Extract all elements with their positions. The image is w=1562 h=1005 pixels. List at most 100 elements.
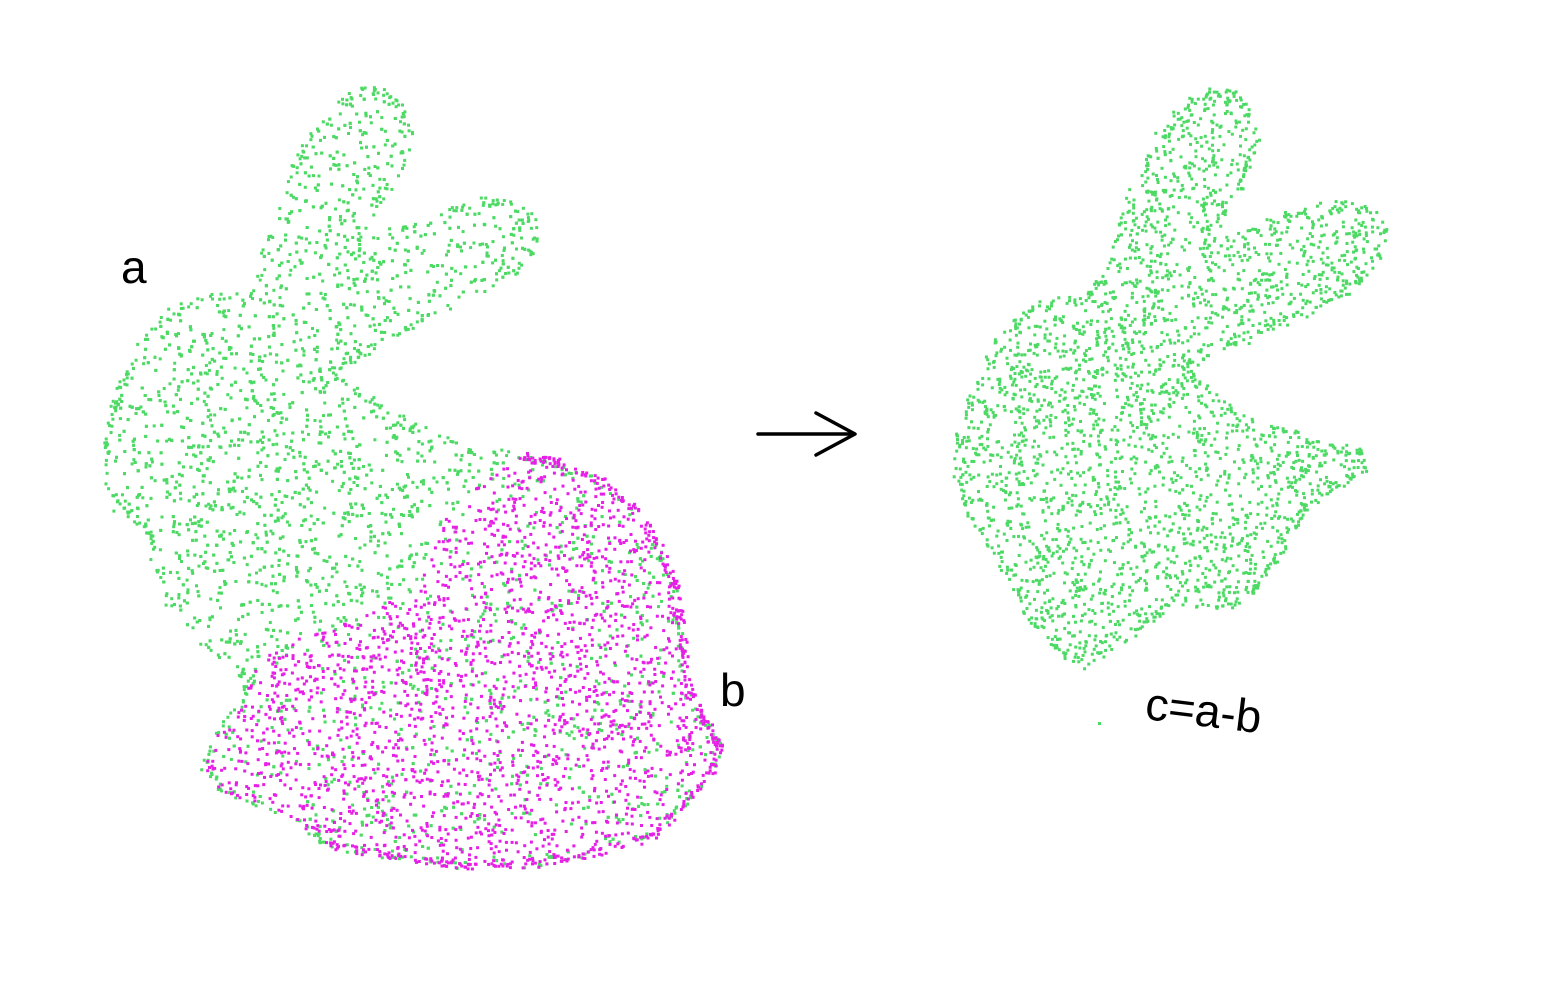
point <box>439 639 443 643</box>
point <box>613 536 617 540</box>
point <box>311 803 315 807</box>
point <box>260 430 264 434</box>
point <box>427 440 431 444</box>
point <box>347 745 351 749</box>
point <box>339 533 343 537</box>
point <box>502 582 506 586</box>
point <box>256 645 259 649</box>
point <box>334 829 338 833</box>
point <box>380 701 384 705</box>
point <box>597 549 601 553</box>
point <box>197 502 200 506</box>
point <box>614 723 618 727</box>
point <box>365 145 368 149</box>
point <box>202 333 206 337</box>
point <box>246 744 250 748</box>
point <box>247 580 251 584</box>
point <box>334 373 338 377</box>
point <box>601 569 604 573</box>
point <box>388 426 392 430</box>
point <box>425 542 429 545</box>
point <box>246 612 250 616</box>
point <box>621 590 625 594</box>
point <box>206 348 210 352</box>
point <box>387 531 391 535</box>
point <box>327 583 331 587</box>
point <box>318 433 322 436</box>
point <box>212 430 216 434</box>
point <box>256 536 260 540</box>
point <box>432 725 436 728</box>
point <box>491 202 495 206</box>
point <box>120 400 124 403</box>
point <box>657 592 661 596</box>
point <box>222 537 225 541</box>
point <box>104 463 108 467</box>
point <box>179 307 183 310</box>
point <box>258 795 262 798</box>
point <box>107 450 111 454</box>
point <box>569 767 573 771</box>
point <box>217 434 221 438</box>
point <box>468 505 472 509</box>
point <box>185 523 189 527</box>
point <box>368 324 372 328</box>
point <box>245 692 249 696</box>
point <box>275 452 279 456</box>
point <box>367 352 371 356</box>
point <box>585 556 589 560</box>
point <box>417 700 421 704</box>
point <box>183 599 186 603</box>
point <box>300 545 304 549</box>
point <box>432 232 436 236</box>
point <box>169 570 172 574</box>
point <box>302 320 306 324</box>
point <box>147 398 151 401</box>
point <box>621 765 625 769</box>
point <box>311 145 315 149</box>
point <box>279 771 283 775</box>
point <box>286 479 290 483</box>
point <box>469 448 473 452</box>
point <box>305 424 309 428</box>
point <box>552 613 555 617</box>
point <box>397 103 401 107</box>
point <box>499 710 503 714</box>
point <box>251 682 255 686</box>
point <box>273 429 277 433</box>
point <box>361 88 365 91</box>
point <box>387 300 391 303</box>
point <box>523 247 527 251</box>
point <box>384 520 388 524</box>
point <box>252 289 256 293</box>
point <box>197 445 201 449</box>
point <box>335 256 339 260</box>
point <box>280 261 284 265</box>
point <box>460 249 463 253</box>
point <box>223 652 227 656</box>
point <box>672 809 676 813</box>
point <box>319 441 323 445</box>
point <box>145 504 149 508</box>
point <box>404 271 408 274</box>
point <box>137 451 141 455</box>
point <box>487 556 491 560</box>
point <box>511 509 515 513</box>
point <box>395 482 399 486</box>
point <box>416 459 420 463</box>
point <box>491 507 495 511</box>
point <box>402 115 406 119</box>
point <box>235 352 238 356</box>
point <box>506 485 510 489</box>
point <box>623 649 627 653</box>
point <box>107 487 111 491</box>
point <box>302 349 306 353</box>
point <box>691 708 695 712</box>
point <box>286 728 290 732</box>
point <box>230 383 234 387</box>
point <box>275 661 279 665</box>
point <box>379 404 383 408</box>
point <box>647 582 651 586</box>
point <box>260 801 264 805</box>
point <box>687 789 691 793</box>
